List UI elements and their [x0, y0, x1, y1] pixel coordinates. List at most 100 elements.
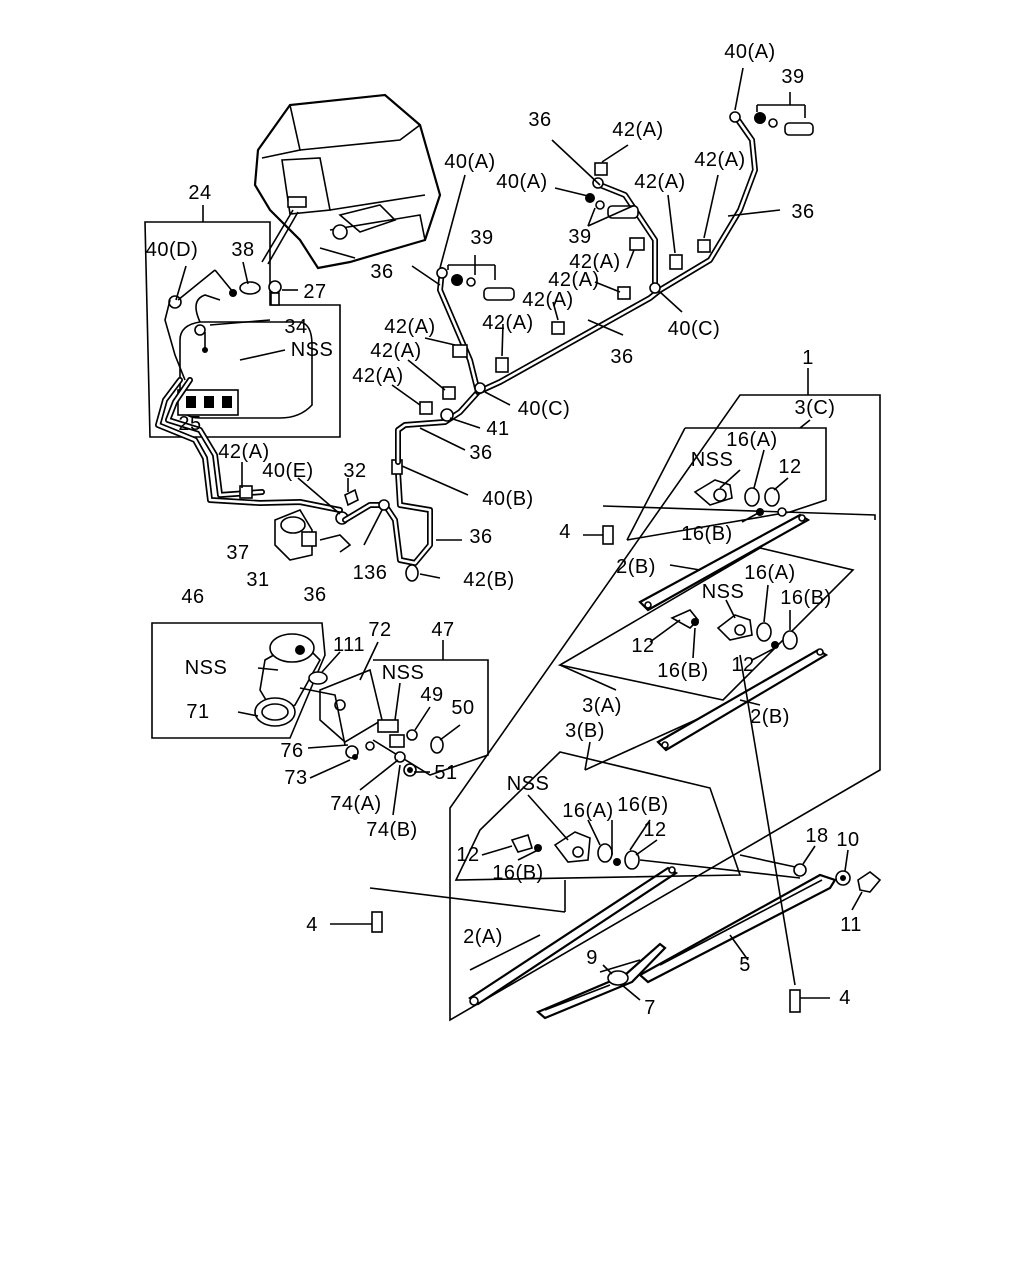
callout-47: 47	[431, 619, 455, 641]
wiper-arm	[638, 873, 837, 984]
callout-16a-lower: 16(A)	[562, 800, 614, 822]
callout-nss-reservoir: NSS	[290, 339, 334, 361]
hose-to-pump	[155, 377, 343, 513]
callout-nss-motor: NSS	[184, 657, 228, 679]
callout-111: 111	[333, 634, 365, 656]
callout-4-upper: 4	[559, 521, 571, 543]
callout-16b-upper: 16(B)	[681, 523, 733, 545]
callout-39-center: 39	[568, 226, 592, 248]
callout-40a-center: 40(A)	[444, 151, 496, 173]
callout-41: 41	[486, 418, 510, 440]
callout-2b-upper: 2(B)	[616, 556, 656, 578]
callout-42a-2: 42(A)	[694, 149, 746, 171]
callout-51: 51	[434, 762, 458, 784]
callout-36-center-left: 36	[528, 109, 552, 131]
motor-bracket-assembly	[299, 659, 489, 777]
callout-42a-11: 42(A)	[218, 441, 270, 463]
wiper-motor-assembly	[151, 622, 326, 739]
callout-12-mid-left: 12	[631, 635, 655, 657]
callout-16a-upper: 16(A)	[726, 429, 778, 451]
callout-42a-3: 42(A)	[634, 171, 686, 193]
callout-39-left: 39	[470, 227, 494, 249]
callout-49: 49	[420, 684, 444, 706]
callout-5: 5	[739, 954, 751, 976]
callout-2a: 2(A)	[463, 926, 503, 948]
callout-25: 25	[178, 413, 202, 435]
callout-40b: 40(B)	[482, 488, 534, 510]
callout-36-pump: 36	[303, 584, 327, 606]
callout-40e: 40(E)	[262, 460, 314, 482]
callout-3c: 3(C)	[794, 397, 836, 419]
callout-42a-7: 42(A)	[482, 312, 534, 334]
callout-12-upper: 12	[778, 456, 802, 478]
callout-40a-top: 40(A)	[724, 41, 776, 63]
callout-74b: 74(B)	[366, 819, 418, 841]
callout-36-right: 36	[791, 201, 815, 223]
callout-37: 37	[226, 542, 250, 564]
callout-136: 136	[352, 562, 388, 584]
callout-42a-4: 42(A)	[569, 251, 621, 273]
callout-24: 24	[188, 182, 212, 204]
callout-38: 38	[231, 239, 255, 261]
callout-12-lower-right: 12	[643, 819, 667, 841]
callout-34: 34	[284, 316, 308, 338]
callout-42a-6: 42(A)	[522, 289, 574, 311]
callout-74a: 74(A)	[330, 793, 382, 815]
callout-nss-upper: NSS	[690, 449, 734, 471]
callout-9: 9	[586, 947, 598, 969]
callout-7: 7	[644, 997, 656, 1019]
callout-3b: 3(B)	[565, 720, 605, 742]
callout-42a-10: 42(A)	[352, 365, 404, 387]
callout-32: 32	[343, 460, 367, 482]
callout-42a-5: 42(A)	[548, 269, 600, 291]
callout-72: 72	[368, 619, 392, 641]
truck-cab-illustration	[253, 93, 442, 270]
callout-18: 18	[805, 825, 829, 847]
callout-31: 31	[246, 569, 270, 591]
callout-4-lower-right: 4	[839, 987, 851, 1009]
callout-nss-lower: NSS	[506, 773, 550, 795]
callout-40a-nozzle: 40(A)	[496, 171, 548, 193]
callout-16b-mid: 16(B)	[657, 660, 709, 682]
callout-36-loop: 36	[469, 526, 493, 548]
callout-27: 27	[303, 281, 327, 303]
callout-36-upper-left: 36	[370, 261, 394, 283]
callout-50: 50	[451, 697, 475, 719]
callout-16b-lower-right: 16(B)	[617, 794, 669, 816]
callout-3a: 3(A)	[582, 695, 622, 717]
callout-42a-8: 42(A)	[384, 316, 436, 338]
callout-1: 1	[802, 347, 814, 369]
callout-16a-mid: 16(A)	[744, 562, 796, 584]
callout-40d: 40(D)	[145, 239, 199, 261]
callout-42b: 42(B)	[463, 569, 515, 591]
callout-76: 76	[280, 740, 304, 762]
callout-11: 11	[840, 914, 862, 936]
callout-46: 46	[181, 586, 205, 608]
callout-10: 10	[836, 829, 860, 851]
callout-12-lower-left: 12	[456, 844, 480, 866]
callout-36-center: 36	[610, 346, 634, 368]
bolts	[330, 525, 830, 1013]
callout-39-top: 39	[781, 66, 805, 88]
washer-reservoir-assembly	[144, 221, 341, 438]
callout-4-lower-left: 4	[306, 914, 318, 936]
callout-36-lower: 36	[469, 442, 493, 464]
callout-42a-9: 42(A)	[370, 340, 422, 362]
callout-73: 73	[284, 767, 308, 789]
callout-71: 71	[186, 701, 210, 723]
callout-40c-right: 40(C)	[667, 318, 721, 340]
callout-16b-mid-right: 16(B)	[780, 587, 832, 609]
callout-40c-center: 40(C)	[517, 398, 571, 420]
callout-12-mid-right: 12	[731, 654, 755, 676]
callout-42a-1: 42(A)	[612, 119, 664, 141]
wiper-linkage-assembly	[449, 394, 881, 1022]
wiper-blade	[535, 942, 667, 1020]
callout-2b-lower: 2(B)	[750, 706, 790, 728]
washer-pump	[239, 485, 352, 561]
callout-nss-bracket: NSS	[381, 662, 425, 684]
washer-nozzles	[451, 112, 814, 301]
callout-nss-mid: NSS	[701, 581, 745, 603]
callout-16b-lower: 16(B)	[492, 862, 544, 884]
